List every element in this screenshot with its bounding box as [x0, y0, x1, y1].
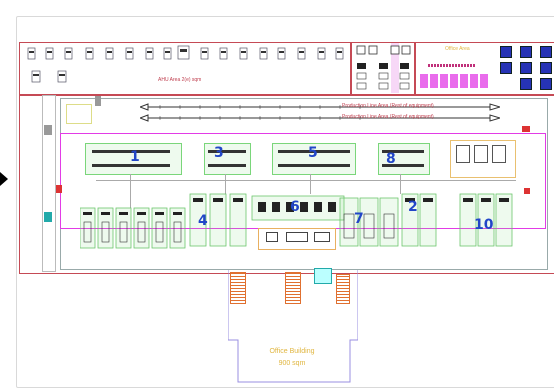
cabinet: [492, 145, 506, 163]
area-number-10: 10: [474, 217, 494, 233]
office-building-label: Office Building: [269, 348, 315, 355]
staircase: [285, 272, 301, 304]
column-icon: [520, 62, 532, 74]
column-icon: [540, 46, 552, 58]
left-unit: [44, 125, 52, 135]
left-unit: [44, 212, 52, 222]
process-line-label: Production Line Area (Rest of equipment): [342, 103, 434, 109]
conveyor-bar: [92, 164, 170, 167]
conveyor-bar: [92, 150, 170, 153]
ahu-room-label: AHU Area 2(e) sqm: [158, 77, 202, 83]
area-number-2: 2: [408, 199, 418, 215]
area-number-8: 8: [386, 151, 396, 167]
equipment-area-1: [85, 143, 182, 175]
area-number-5: 5: [308, 145, 318, 161]
boundary-line: [60, 133, 546, 134]
pipe-line: [96, 180, 516, 181]
staircase: [230, 272, 246, 304]
column-icon: [520, 46, 532, 58]
long-process-lines: [140, 103, 500, 122]
area-number-7: 7: [354, 211, 364, 227]
column-icon: [500, 62, 512, 74]
office-building-outline: [228, 270, 358, 383]
staircase: [336, 274, 350, 304]
pipe-line: [225, 174, 226, 194]
conveyor-bar: [382, 150, 424, 153]
electrical-room: [350, 42, 416, 96]
panel: [266, 232, 278, 242]
office-room: Office Area: [414, 42, 554, 96]
area-number-4: 4: [198, 213, 208, 229]
door-marker: [56, 185, 62, 193]
conveyor-bar: [382, 164, 424, 167]
office-building-area: 900 sqm: [278, 360, 306, 367]
office-room-label: Office Area: [445, 46, 470, 52]
column-icon: [500, 46, 512, 58]
equipment-area-8: [378, 143, 430, 175]
column-icon: [540, 62, 552, 74]
elevator: [314, 268, 332, 284]
conveyor-bar: [208, 164, 246, 167]
area-number-3: 3: [214, 145, 224, 161]
qc-room: [450, 140, 516, 178]
panel: [286, 232, 308, 242]
office-cubicles: [420, 74, 490, 88]
area-number-6: 6: [290, 199, 300, 215]
boundary-line: [545, 133, 546, 229]
conveyor-bar: [208, 150, 246, 153]
boundary-line: [60, 133, 61, 229]
column-icon: [540, 78, 552, 90]
conveyor-bar: [278, 150, 350, 153]
left-corridor: [42, 95, 56, 272]
cabinet: [474, 145, 488, 163]
pipe-line: [400, 174, 401, 194]
door-marker: [524, 188, 530, 194]
arrow-right-icon: [0, 172, 8, 186]
electrical-panels: [356, 43, 411, 93]
process-line-label: Production Line Area (Rest of equipment): [342, 114, 434, 120]
cabinet: [456, 145, 470, 163]
door-marker: [522, 126, 530, 132]
door-marker: [95, 96, 101, 106]
equipment-area-3: [204, 143, 251, 175]
area-number-1: 1: [130, 149, 140, 165]
column-icon: [520, 78, 532, 90]
ahu-room: AHU Area 2(e) sqm: [19, 42, 352, 96]
panel: [314, 232, 330, 242]
equipment-area-5: [272, 143, 356, 175]
ahu-units: [27, 45, 344, 83]
conveyor-bar: [278, 164, 350, 167]
pipe-line: [130, 174, 131, 208]
control-room: [258, 228, 336, 250]
pipe-line: [310, 174, 311, 194]
office-desks-row: [428, 64, 476, 67]
lower-equipment: [80, 193, 513, 249]
storage-area: [66, 104, 92, 124]
